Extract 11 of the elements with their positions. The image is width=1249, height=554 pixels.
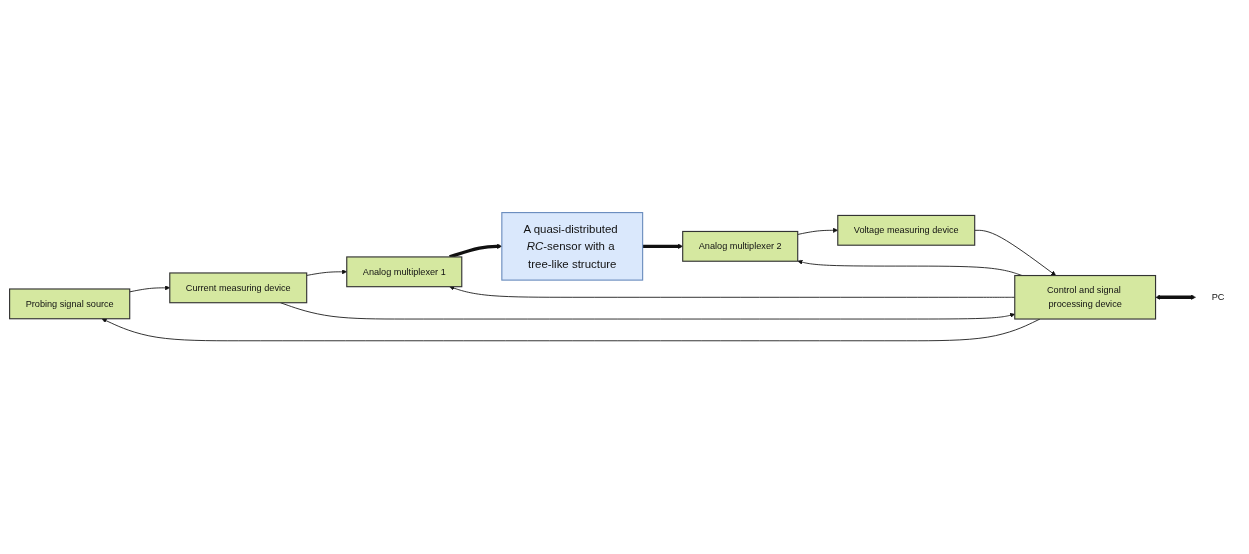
node-box: Analog multiplexer 1 [345,256,462,288]
arrow [1155,295,1196,301]
node-box: Probing signal source [8,288,130,320]
node-box: Analog multiplexer 2 [681,231,798,263]
arrow [448,244,502,259]
node-box: Voltage measuring device [836,215,975,247]
node-box: Current measuring device [168,272,307,304]
node-box: Control and signal processing device [1013,275,1156,320]
node-box: A quasi-distributed RC-sensor with a tree-like structure [500,212,643,281]
node-text: PC [1211,292,1224,303]
arrow [642,244,683,250]
